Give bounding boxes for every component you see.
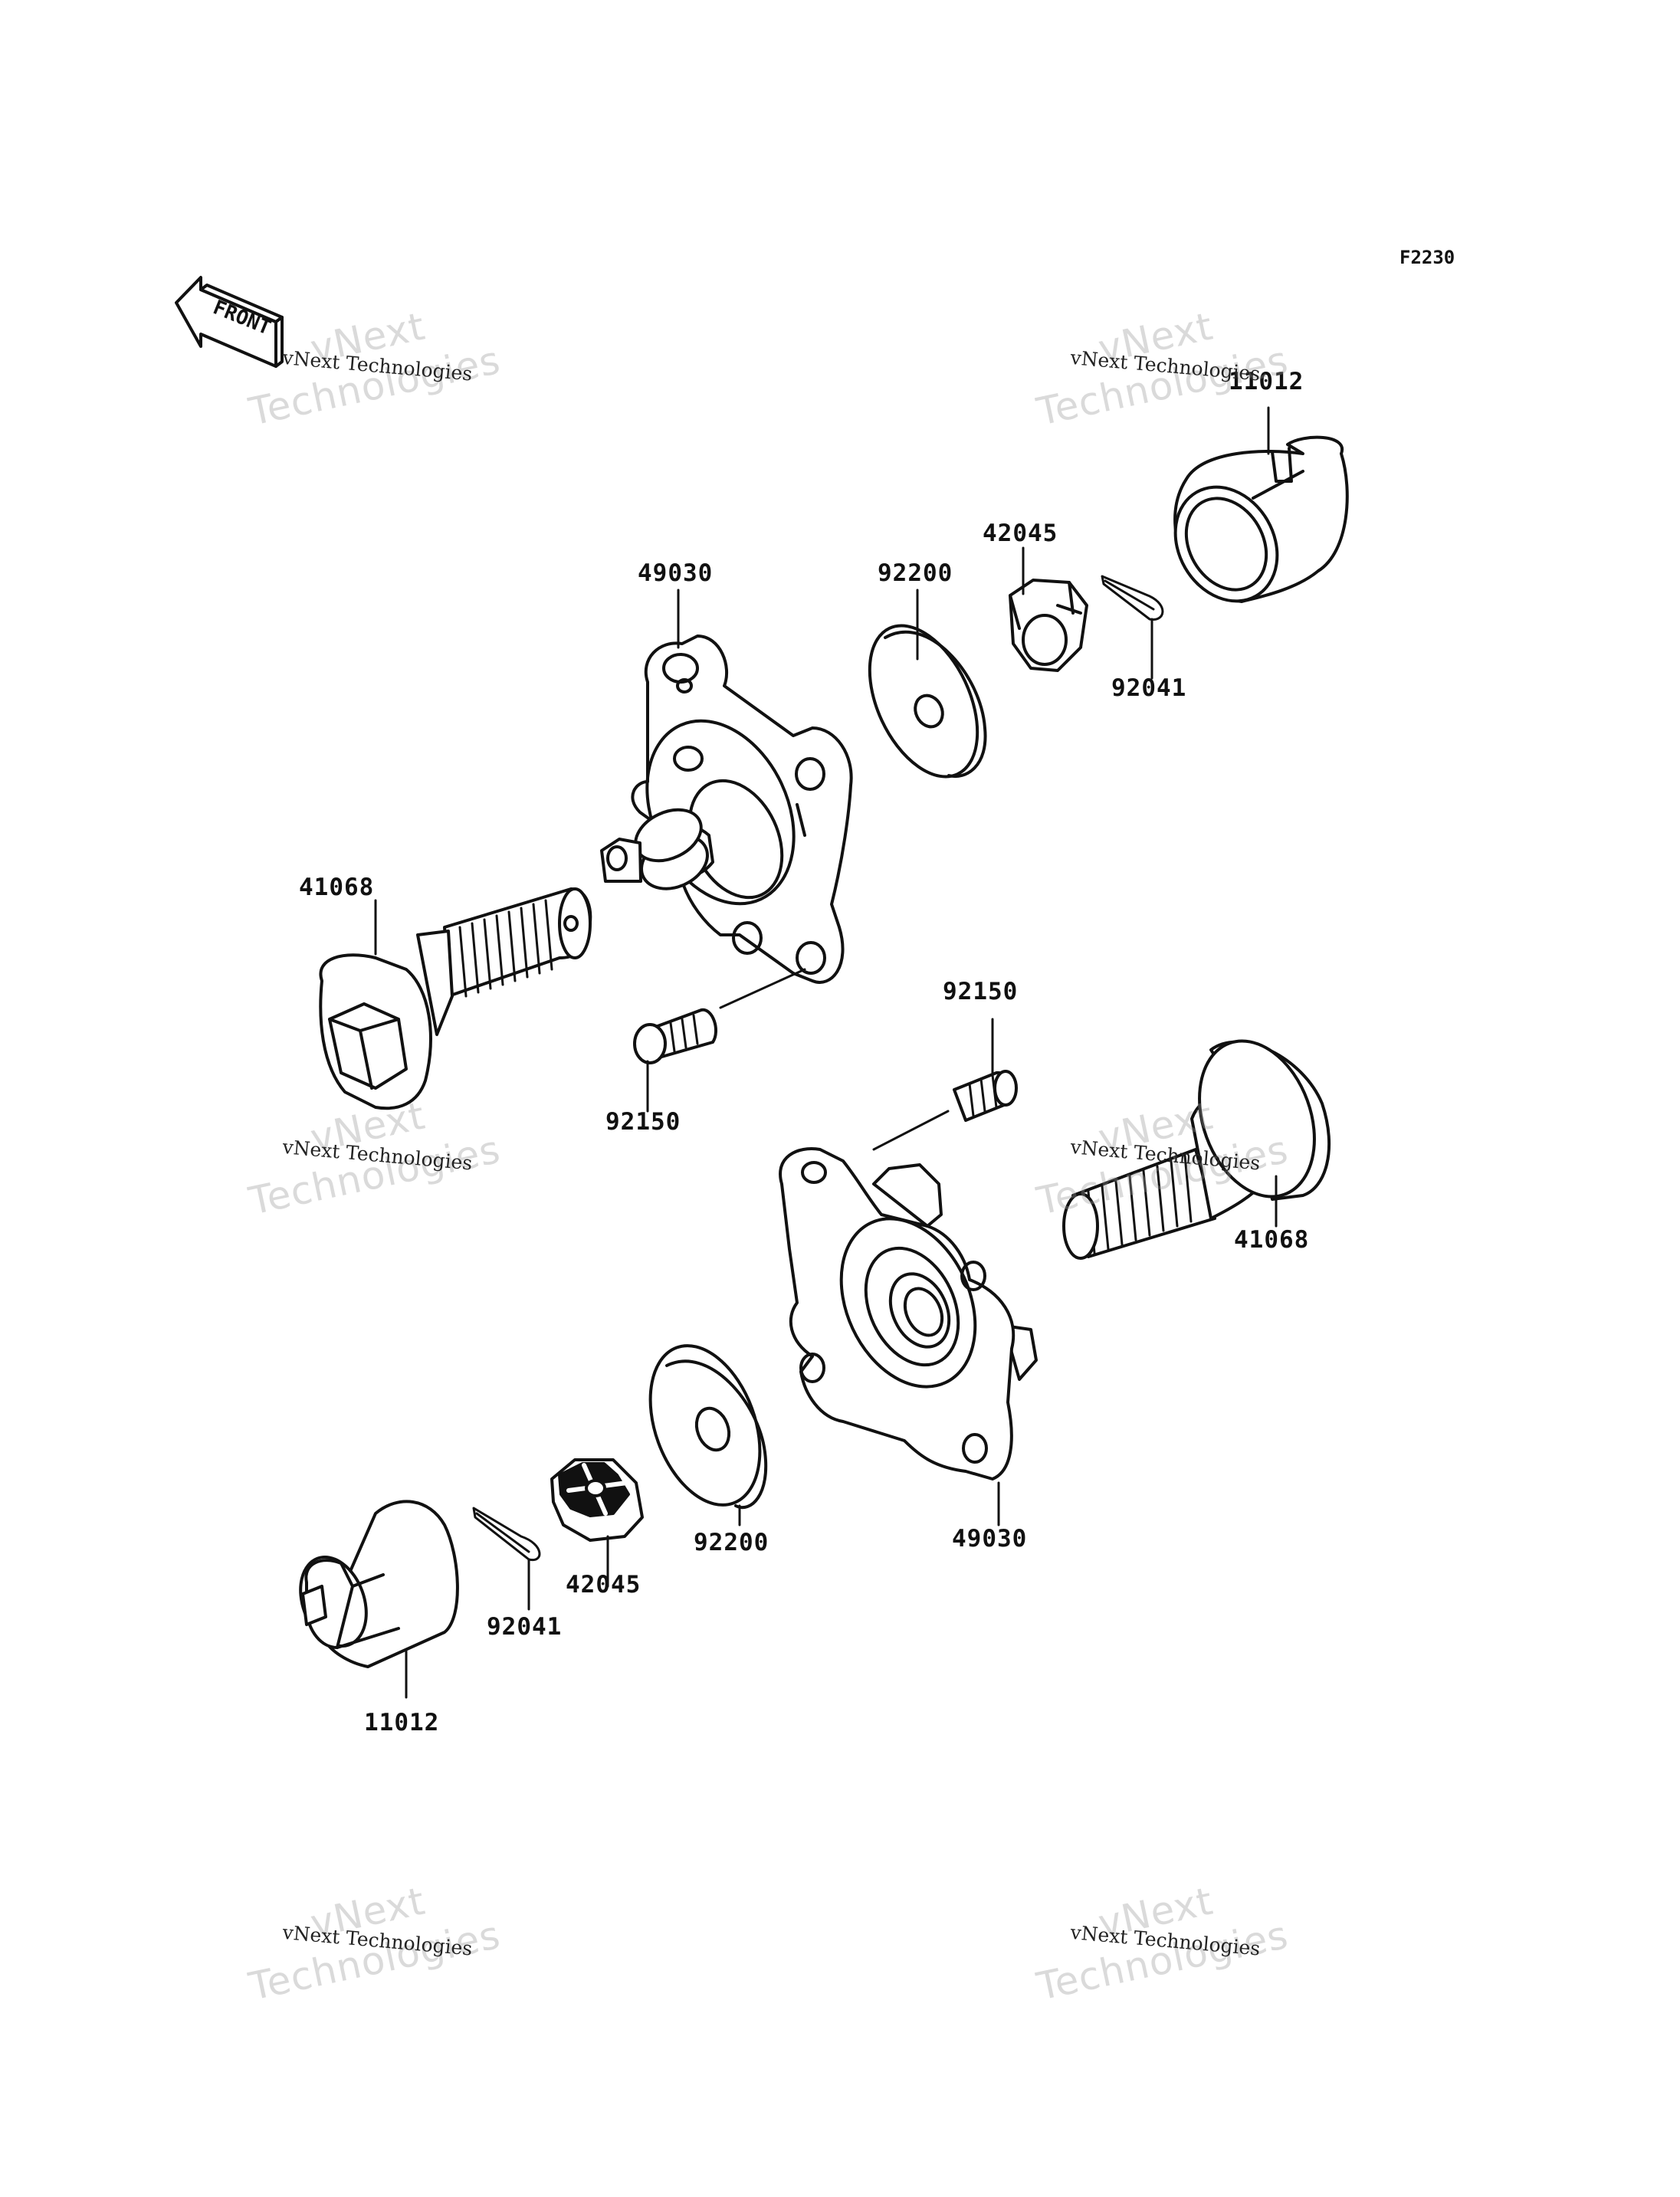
washer-lower (648, 1344, 768, 1510)
part-label-92200-lower[interactable]: 92200 (694, 1529, 769, 1556)
wheel-stud-upper (633, 968, 806, 1064)
part-label-92150-upper[interactable]: 92150 (605, 1108, 681, 1136)
boot-upper (1173, 435, 1349, 603)
part-label-11012-lower[interactable]: 11012 (364, 1709, 440, 1736)
part-label-42045-upper[interactable]: 42045 (983, 520, 1058, 547)
cotter-pin-lower (472, 1507, 541, 1562)
wheel-stud-lower (872, 1070, 1018, 1151)
cotter-pin-upper (1101, 575, 1164, 621)
boot-lower (299, 1500, 459, 1668)
hub-lower (779, 1147, 1038, 1481)
castle-nut-lower (550, 1458, 644, 1542)
part-label-92200-upper[interactable]: 92200 (878, 559, 953, 587)
part-label-92041-upper[interactable]: 92041 (1111, 674, 1187, 702)
axle-bolt-upper (319, 887, 592, 1110)
part-label-49030-upper[interactable]: 49030 (638, 559, 714, 587)
castle-nut-upper (1009, 579, 1088, 672)
part-label-41068-upper[interactable]: 41068 (299, 874, 375, 901)
figure-code: F2230 (1399, 247, 1455, 268)
part-label-42045-lower[interactable]: 42045 (566, 1571, 641, 1599)
part-label-92041-lower[interactable]: 92041 (487, 1613, 563, 1641)
front-arrow-icon (175, 276, 284, 368)
part-label-11012-upper[interactable]: 11012 (1229, 368, 1304, 395)
hub-upper (600, 635, 853, 984)
leader-lines (374, 406, 1278, 1699)
part-label-92150-lower[interactable]: 92150 (943, 978, 1019, 1005)
axle-bolt-lower (1062, 1039, 1331, 1260)
part-label-49030-lower[interactable]: 49030 (952, 1525, 1028, 1553)
washer-upper (868, 624, 987, 779)
part-label-41068-lower[interactable]: 41068 (1234, 1226, 1310, 1254)
